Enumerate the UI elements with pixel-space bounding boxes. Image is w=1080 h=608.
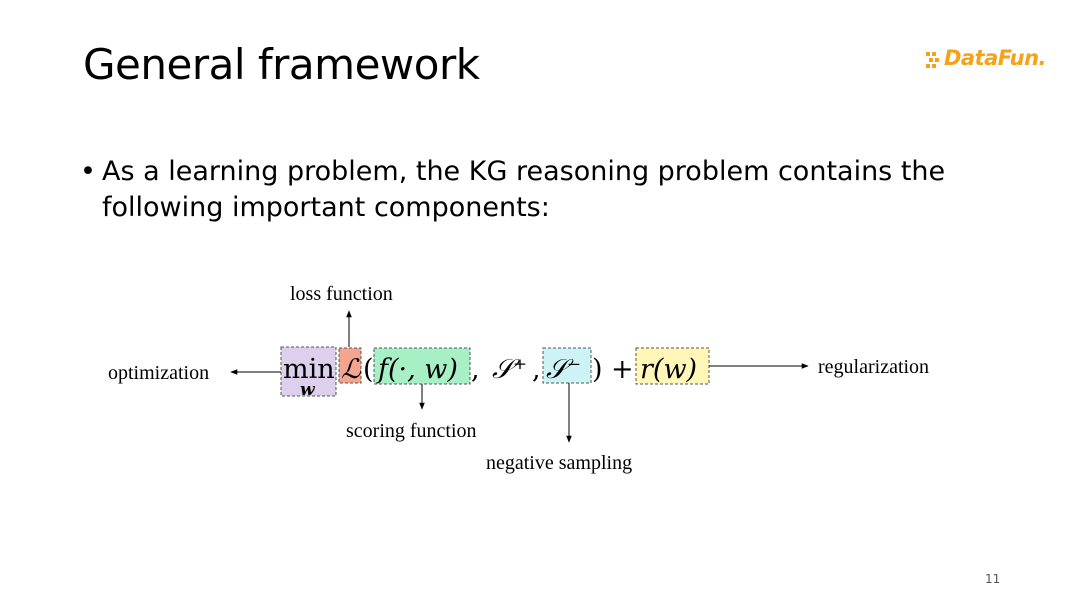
plus-sign: + — [611, 354, 634, 385]
bullet-item: • As a learning problem, the KG reasonin… — [80, 154, 960, 226]
min-subscript: w — [300, 380, 316, 400]
negative-set: 𝒮⁻ — [546, 354, 581, 385]
bullet-dot-icon: • — [80, 156, 96, 187]
optimization-label: optimization — [108, 362, 209, 384]
regularizer-expr: r(w) — [640, 354, 697, 385]
positive-set: 𝒮⁺ — [492, 354, 527, 385]
bullet-text: As a learning problem, the KG reasoning … — [102, 156, 946, 223]
loss-function-label: loss function — [290, 283, 393, 305]
open-paren: ( — [363, 354, 374, 385]
negative-sampling-label: negative sampling — [486, 452, 632, 474]
loss-symbol: ℒ — [341, 354, 361, 385]
neg-sampling-box — [542, 347, 592, 384]
loss-box — [338, 347, 362, 384]
close-paren: ) — [592, 354, 603, 385]
logo-dots-icon — [926, 52, 939, 68]
min-operator: min — [283, 354, 335, 385]
slide-title: General framework — [83, 40, 480, 89]
logo-text: DataFun. — [944, 46, 1047, 70]
regularizer-box — [635, 347, 710, 385]
scoring-box — [373, 347, 471, 385]
scoring-function-expr: f(·, w) — [376, 354, 458, 385]
scoring-function-label: scoring function — [346, 420, 477, 442]
datafun-logo: DataFun. — [924, 44, 1054, 78]
regularization-label: regularization — [818, 356, 929, 378]
page-number: 11 — [985, 572, 1001, 586]
comma-1: , — [471, 354, 480, 385]
min-box — [280, 346, 337, 397]
comma-2: , — [532, 354, 541, 385]
